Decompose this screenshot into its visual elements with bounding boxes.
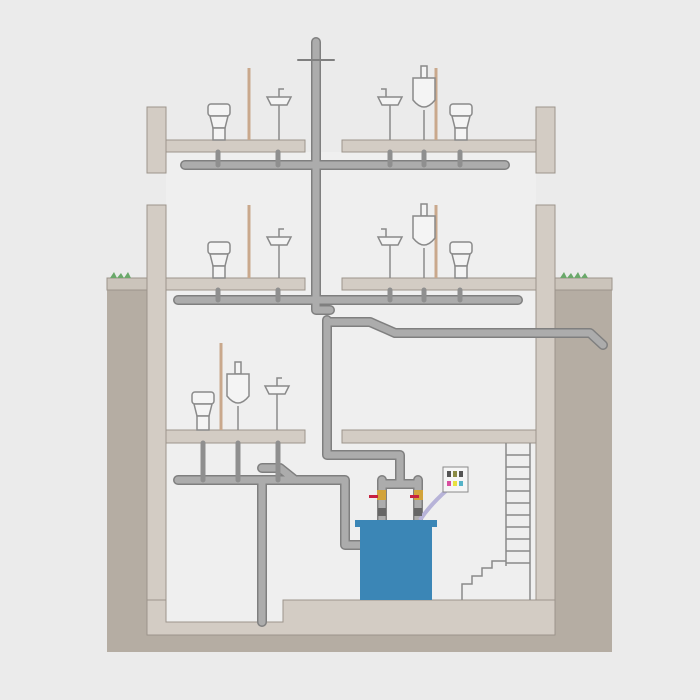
washbasin-icon (265, 88, 293, 140)
pipes (173, 37, 608, 627)
wall-top-right (535, 106, 556, 174)
valve-handle (410, 495, 419, 498)
fixtures (191, 65, 473, 431)
washbasin-icon (376, 88, 404, 140)
toilet-icon (449, 103, 473, 141)
urinal-icon (226, 361, 250, 430)
vent-rods (219, 68, 438, 430)
valve-icon (377, 490, 386, 500)
toilet-icon (207, 241, 231, 279)
tank (360, 524, 432, 600)
urinal-icon (412, 203, 436, 278)
staircase (461, 443, 531, 600)
toilet-icon (207, 103, 231, 141)
washbasin-icon (263, 377, 291, 430)
toilet-icon (449, 241, 473, 279)
valve-handle (369, 495, 378, 498)
cable (418, 488, 449, 522)
control-panel (442, 466, 469, 493)
wall-right (535, 204, 556, 636)
urinal-icon (412, 65, 436, 140)
wall-left (146, 204, 167, 636)
structure (146, 106, 556, 636)
lifting-station (355, 466, 469, 600)
toilet-icon (191, 391, 215, 431)
washbasin-icon (265, 228, 293, 278)
tank-lid (355, 520, 437, 527)
washbasin-icon (376, 228, 404, 278)
grass (110, 272, 588, 278)
wall-top-left (146, 106, 167, 174)
